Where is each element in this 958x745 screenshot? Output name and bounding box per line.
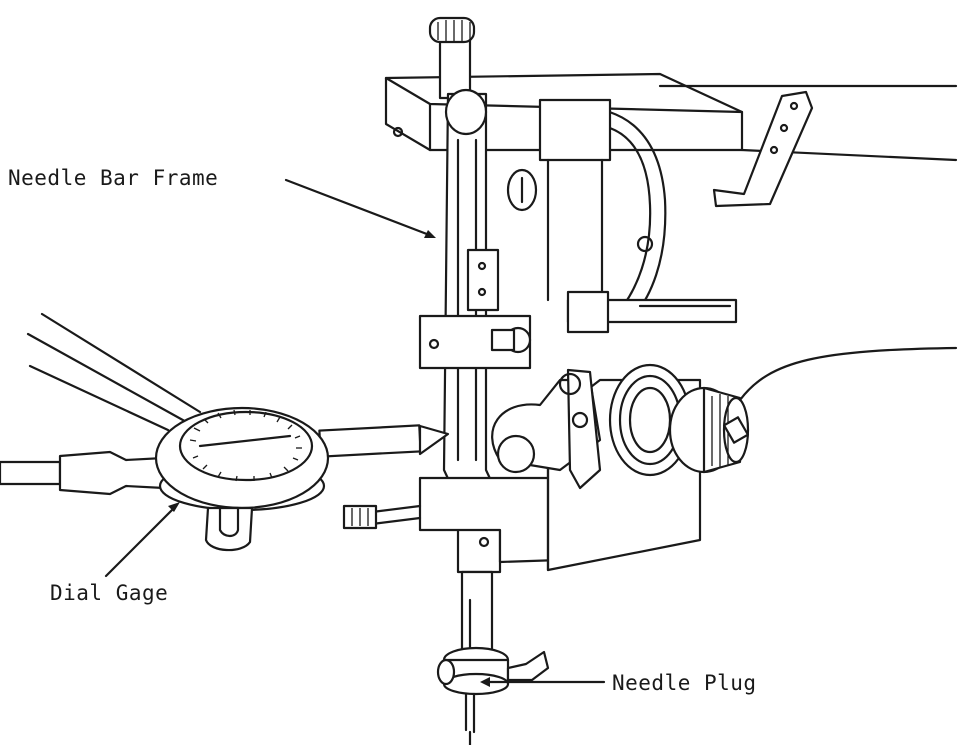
set-screw <box>342 504 422 530</box>
tension-knob <box>608 346 958 477</box>
tension-arm <box>506 98 667 322</box>
needle-plug-label: Needle Plug <box>612 671 757 695</box>
needle-clamp <box>436 646 550 745</box>
needle-bar-frame-label: Needle Bar Frame <box>8 166 219 190</box>
needle-bar-frame <box>418 88 532 574</box>
dial-gage-label: Dial Gage <box>50 581 169 605</box>
leader-lines <box>104 178 606 687</box>
top-knob <box>428 16 476 100</box>
side-rod <box>566 290 738 334</box>
dial-ticks <box>189 409 302 482</box>
dial-gage <box>0 312 450 552</box>
needle-bar <box>460 570 494 652</box>
cam-lever <box>491 368 602 490</box>
side-bracket <box>712 90 814 208</box>
